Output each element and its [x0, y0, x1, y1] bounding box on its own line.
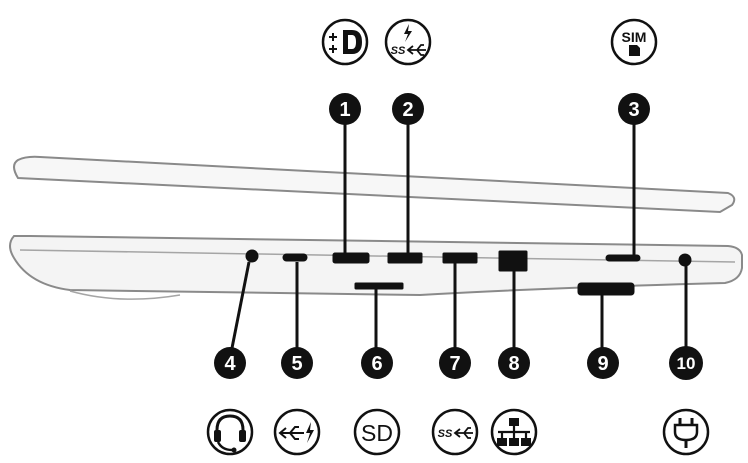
audio-jack-port	[245, 249, 259, 263]
callout-number-3: 3	[628, 99, 639, 121]
headphone-headset-icon	[206, 408, 254, 456]
callout-number-9: 9	[597, 353, 608, 375]
callout-10: 10	[669, 346, 703, 380]
callout-number-1: 1	[339, 99, 350, 121]
callout-8: 8	[498, 347, 530, 379]
power-port	[678, 253, 692, 267]
callout-4: 4	[214, 347, 246, 379]
callout-1: 1	[329, 93, 361, 125]
laptop-lid	[13, 155, 736, 214]
leader-lines	[230, 123, 688, 349]
sd-card-icon: SD	[353, 408, 401, 456]
callout-5: 5	[281, 347, 313, 379]
network-rj45-icon	[490, 408, 538, 456]
sim-slot	[605, 254, 641, 262]
displayport-port	[332, 252, 370, 264]
callout-number-6: 6	[371, 353, 382, 375]
usb-superspeed-charging-icon: SS	[384, 18, 432, 66]
rj45-port	[498, 250, 528, 272]
power-connector-icon	[662, 408, 710, 456]
callout-number-5: 5	[291, 353, 302, 375]
ports	[245, 249, 692, 296]
callout-badges: 1 2 3 4 5 6 7 8 9 10	[214, 93, 703, 380]
callout-number-7: 7	[449, 353, 460, 375]
callout-number-8: 8	[508, 353, 519, 375]
usb-a-port-1	[387, 252, 423, 264]
sd-label: SD	[361, 420, 393, 446]
callout-number-10: 10	[677, 354, 696, 373]
leader-line-4	[230, 261, 251, 349]
callout-3: 3	[618, 93, 650, 125]
callout-2: 2	[392, 93, 424, 125]
superspeed-label: SS	[391, 45, 406, 57]
docking-connector-port	[577, 282, 635, 296]
callout-number-2: 2	[402, 99, 413, 121]
callout-9: 9	[587, 347, 619, 379]
usb-superspeed-icon: SS	[431, 408, 479, 456]
laptop-base	[9, 235, 743, 297]
usb-a-port-2	[442, 252, 478, 264]
laptop-chassis	[9, 155, 743, 300]
displayport-icon	[321, 18, 369, 66]
laptop-foot	[69, 290, 181, 300]
sim-label: SIM	[622, 29, 647, 45]
callout-number-4: 4	[224, 353, 236, 375]
superspeed-label-2: SS	[438, 428, 453, 440]
sd-card-slot	[354, 282, 404, 290]
usb-type-c-charging-icon	[273, 408, 321, 456]
callout-7: 7	[439, 347, 471, 379]
sim-card-icon: SIM	[610, 18, 658, 66]
callout-6: 6	[361, 347, 393, 379]
usb-c-port	[282, 253, 308, 262]
